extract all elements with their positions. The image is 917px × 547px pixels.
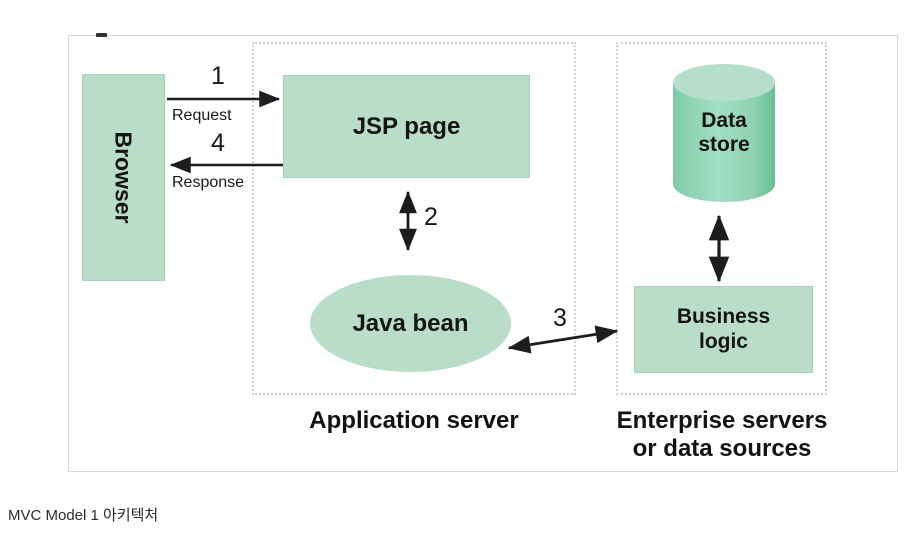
zone-caption-enterprise-line2: or data sources (632, 435, 812, 463)
node-business-logic-line2: logic (698, 329, 748, 353)
frame-artifact-dash (96, 33, 107, 37)
flow-label-response: Response (172, 174, 245, 191)
zone-application-server (252, 42, 576, 395)
node-jsp-page: JSP page (283, 75, 530, 178)
node-java-bean-label: Java bean (352, 309, 469, 337)
flow-number-3: 3 (553, 304, 567, 332)
node-business-logic: Business logic (634, 286, 813, 373)
zone-caption-application-server: Application server (309, 407, 519, 434)
node-browser-label: Browser (111, 131, 138, 224)
node-browser: Browser (82, 74, 165, 281)
flow-label-request: Request (172, 107, 232, 124)
flow-number-4: 4 (211, 129, 225, 157)
zone-enterprise-servers (616, 42, 827, 395)
cylinder-body-shape (673, 82, 775, 202)
node-jsp-page-label: JSP page (352, 112, 461, 140)
flow-number-2: 2 (424, 203, 438, 231)
node-data-store-label: Data store (673, 109, 775, 156)
node-business-logic-label: Business logic (677, 305, 770, 353)
node-business-logic-line1: Business (676, 305, 771, 329)
node-java-bean: Java bean (310, 275, 511, 372)
cylinder-top-ellipse-shape (673, 64, 775, 101)
zone-caption-enterprise: Enterprise servers or data sources (608, 407, 836, 464)
flow-number-1: 1 (211, 62, 225, 90)
figure-caption: MVC Model 1 아키텍처 (8, 507, 159, 524)
zone-caption-enterprise-line1: Enterprise servers (616, 407, 828, 434)
node-data-store: Data store (673, 64, 775, 211)
node-data-store-line1: Data (701, 109, 747, 132)
node-data-store-line2: store (698, 132, 750, 156)
